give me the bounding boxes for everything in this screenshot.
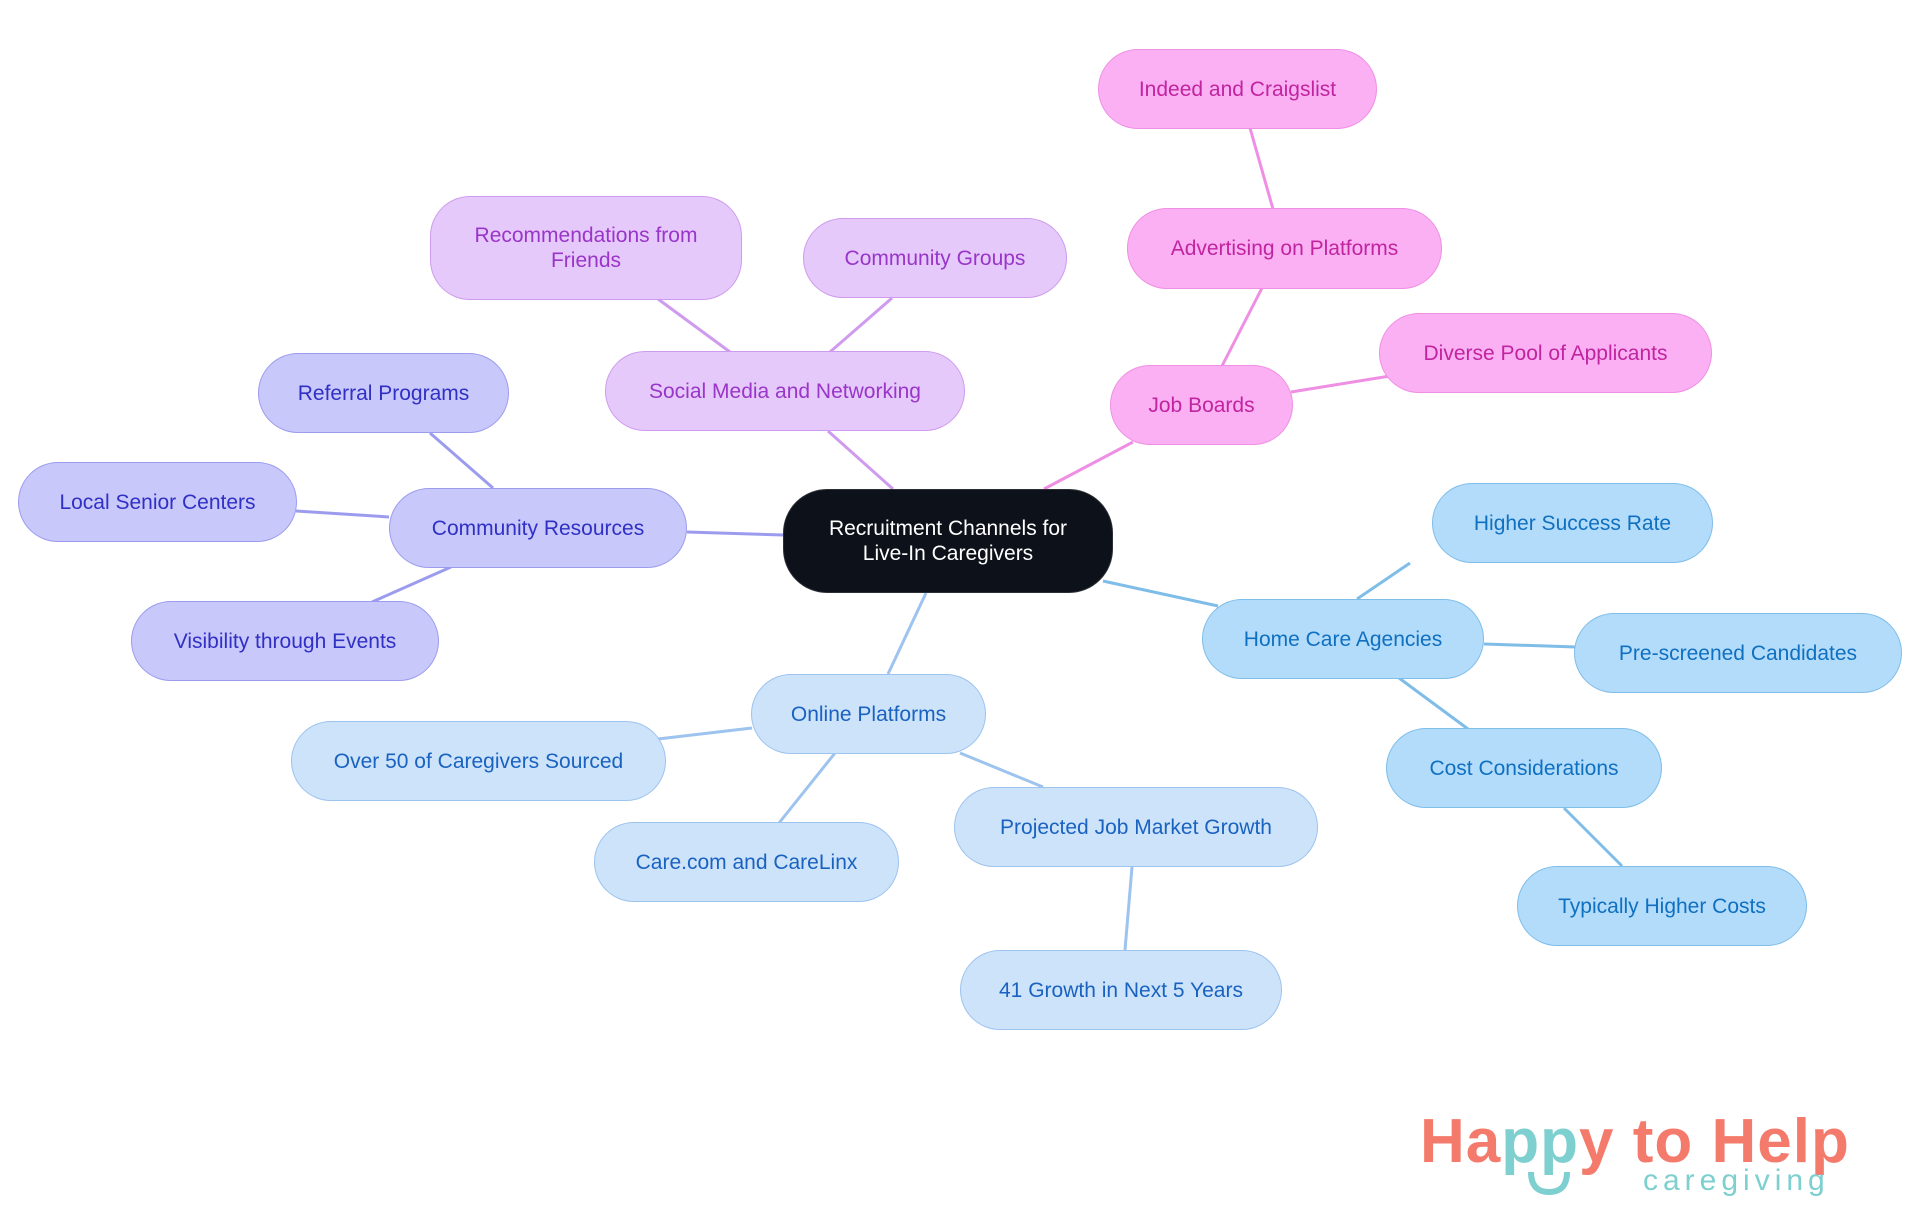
node-label: Social Media and Networking — [649, 379, 921, 403]
node-higher-success-rate[interactable]: Higher Success Rate — [1432, 483, 1713, 563]
root-label-line1: Recruitment Channels for — [828, 517, 1068, 540]
root-label-line2: Live-In Caregivers — [862, 542, 1034, 565]
node-label: Job Boards — [1148, 393, 1255, 417]
node-label: Local Senior Centers — [59, 490, 256, 514]
node-label: Cost Considerations — [1429, 756, 1619, 780]
brand-logo: Happy to Help caregiving — [1420, 1108, 1880, 1208]
node-label: Projected Job Market Growth — [1000, 815, 1272, 839]
logo-text-pp: pp — [1501, 1107, 1580, 1176]
node-label-line1: Recommendations from — [474, 224, 698, 247]
node-41-growth-in-next-5-years[interactable]: 41 Growth in Next 5 Years — [960, 950, 1282, 1030]
node-label: Over 50 of Caregivers Sourced — [333, 749, 624, 773]
node-label: Recommendations from Friends — [475, 223, 698, 273]
node-social-media-and-networking[interactable]: Social Media and Networking — [605, 351, 965, 431]
logo-tagline: caregiving — [1643, 1164, 1830, 1197]
node-community-groups[interactable]: Community Groups — [803, 218, 1067, 298]
node-home-care-agencies[interactable]: Home Care Agencies — [1202, 599, 1484, 679]
node-job-boards[interactable]: Job Boards — [1110, 365, 1293, 445]
node-typically-higher-costs[interactable]: Typically Higher Costs — [1517, 866, 1807, 946]
node-online-platforms[interactable]: Online Platforms — [751, 674, 986, 754]
node-label: Typically Higher Costs — [1558, 894, 1766, 918]
node-cost-considerations[interactable]: Cost Considerations — [1386, 728, 1662, 808]
smile-icon — [1528, 1171, 1570, 1196]
node-label: Diverse Pool of Applicants — [1423, 341, 1668, 365]
node-label: Indeed and Craigslist — [1138, 77, 1337, 101]
node-community-resources[interactable]: Community Resources — [389, 488, 687, 568]
node-recommendations-from-friends[interactable]: Recommendations from Friends — [430, 196, 742, 300]
node-diverse-pool-of-applicants[interactable]: Diverse Pool of Applicants — [1379, 313, 1712, 393]
node-label: Advertising on Platforms — [1170, 237, 1399, 260]
node-label: Care.com and CareLinx — [635, 850, 858, 874]
node-care-com-and-carelinx[interactable]: Care.com and CareLinx — [594, 822, 899, 902]
node-label: Higher Success Rate — [1473, 511, 1672, 535]
node-label: Community Groups — [844, 246, 1026, 270]
logo-text-rest: y to Help — [1579, 1107, 1850, 1176]
node-label: Community Resources — [431, 516, 645, 540]
node-pre-screened-candidates[interactable]: Pre-screened Candidates — [1574, 613, 1902, 693]
node-referral-programs[interactable]: Referral Programs — [258, 353, 509, 433]
logo-wordmark: Happy to Help — [1420, 1108, 1850, 1176]
node-label: Pre-screened Candidates — [1618, 641, 1858, 665]
node-label: Online Platforms — [790, 702, 947, 726]
node-label: Visibility through Events — [173, 629, 397, 653]
node-label: 41 Growth in Next 5 Years — [999, 978, 1243, 1002]
node-visibility-through-events[interactable]: Visibility through Events — [131, 601, 439, 681]
node-indeed-and-craigslist[interactable]: Indeed and Craigslist — [1098, 49, 1377, 129]
node-advertising-on-platforms[interactable]: Advertising on Platforms — [1127, 208, 1442, 289]
node-label: Referral Programs — [297, 381, 470, 405]
node-local-senior-centers[interactable]: Local Senior Centers — [18, 462, 297, 542]
logo-text-ha: Ha — [1420, 1107, 1502, 1176]
root-node-label: Recruitment Channels for Live-In Caregiv… — [829, 516, 1067, 566]
root-node[interactable]: Recruitment Channels for Live-In Caregiv… — [783, 489, 1113, 593]
node-projected-job-market-growth[interactable]: Projected Job Market Growth — [954, 787, 1318, 867]
node-over-50-of-caregivers-sourced[interactable]: Over 50 of Caregivers Sourced — [291, 721, 666, 801]
node-label-line2: Friends — [550, 249, 621, 272]
node-label: Home Care Agencies — [1243, 627, 1443, 651]
